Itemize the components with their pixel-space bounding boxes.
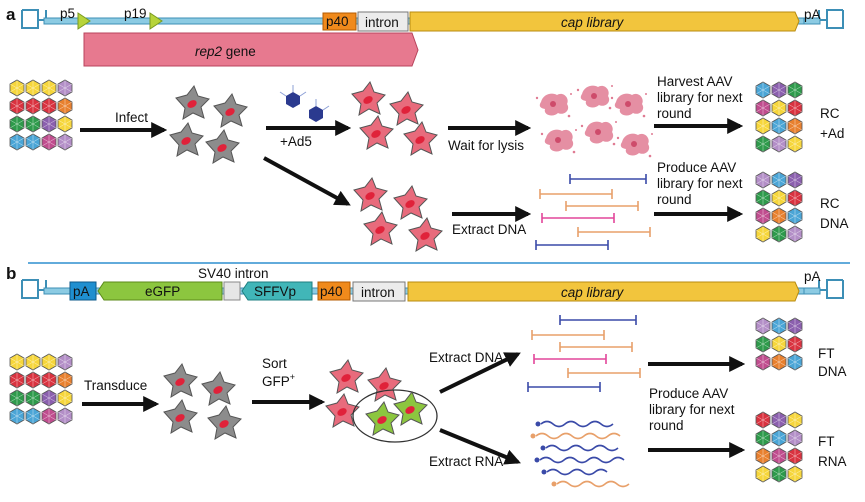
cell-cluster-a2: [351, 81, 438, 156]
rep2-gene-box: [83, 32, 419, 67]
p5-label: p5: [60, 6, 75, 21]
harvest-line-3: round: [657, 106, 692, 121]
p19-label: p19: [124, 6, 147, 21]
virus-grid-b-ft-dna: [755, 317, 803, 371]
ad5-virions: [279, 85, 330, 122]
plasmid-b: pA eGFP SV40 intron SFFVp p40 intron cap…: [21, 266, 844, 302]
sffvp-label: SFFVp: [254, 284, 296, 299]
pa-label-a: pA: [804, 7, 821, 22]
rna-strands: [530, 420, 630, 488]
svg-text:GFP+: GFP+: [262, 372, 295, 389]
cell-cluster-b1: [163, 363, 242, 440]
intron-box-a: [357, 11, 409, 32]
virus-grid-a-rc-dna: [755, 171, 803, 243]
sort-label: Sort: [262, 356, 287, 371]
produce-a-line-3: round: [657, 192, 692, 207]
cap-library-label-a: cap library: [561, 15, 625, 30]
cap-library-box-b: [407, 281, 800, 302]
rc-ad-line-1: RC: [820, 106, 840, 121]
cell-cluster-a1: [169, 85, 248, 164]
p40-box-b: [317, 281, 351, 301]
p40-label-b: p40: [320, 284, 343, 299]
harvest-line-2: library for next: [657, 90, 743, 105]
p5-triangle: [77, 12, 91, 30]
cell-cluster-b2: [325, 359, 438, 443]
ft-dna-line-2: DNA: [818, 364, 847, 379]
rc-dna-line-1: RC: [820, 196, 840, 211]
ft-rna-line-1: FT: [818, 434, 835, 449]
rep2-label: rep2: [195, 44, 223, 59]
panel-a-letter: a: [6, 5, 16, 24]
egfp-label: eGFP: [145, 284, 180, 299]
diagonal-arrow-a: [263, 156, 351, 206]
dna-fragments-a: [535, 174, 651, 250]
pa-label-b-right: pA: [804, 269, 821, 284]
extract-dna-arrow-b: [439, 352, 521, 394]
p19-triangle: [149, 12, 163, 30]
p40-label-a: p40: [326, 14, 349, 29]
produce-b-line-2: library for next: [649, 402, 735, 417]
infect-label: Infect: [115, 110, 148, 125]
wait-for-lysis-label: Wait for lysis: [448, 138, 524, 153]
produce-b-line-1: Produce AAV: [649, 386, 728, 401]
ft-dna-line-1: FT: [818, 346, 835, 361]
sv40-intron-label: SV40 intron: [198, 266, 269, 281]
pa-box-b: [69, 281, 97, 301]
extract-dna-label-a: Extract DNA: [452, 222, 526, 237]
virus-grid-a-start: [9, 79, 73, 151]
produce-b-line-3: round: [649, 418, 684, 433]
extract-rna-label: Extract RNA: [429, 454, 503, 469]
intron-label-b: intron: [361, 285, 395, 300]
rep2-suffix: gene: [222, 44, 256, 59]
rc-ad-line-2: +Ad: [820, 126, 844, 141]
harvest-line-1: Harvest AAV: [657, 74, 733, 89]
transduce-label: Transduce: [84, 378, 147, 393]
cell-cluster-a3: [353, 177, 443, 252]
intron-label-a: intron: [365, 15, 399, 30]
svg-text:rep2 gene: rep2 gene: [195, 44, 256, 59]
sffvp-box: [241, 281, 313, 301]
sv40-intron-box: [223, 281, 241, 301]
produce-a-line-2: library for next: [657, 176, 743, 191]
ft-rna-line-2: RNA: [818, 454, 847, 469]
intron-box-b: [352, 281, 406, 302]
p40-box-a: [322, 12, 357, 31]
virus-grid-b-start: [9, 353, 73, 425]
egfp-box: [97, 281, 223, 301]
extract-dna-label-b: Extract DNA: [429, 350, 503, 365]
cap-library-box-a: [409, 11, 800, 32]
virus-grid-b-ft-rna: [755, 411, 803, 483]
lysed-cells: [535, 85, 653, 158]
extract-rna-arrow: [439, 428, 521, 465]
rc-dna-line-2: DNA: [820, 216, 849, 231]
pa-label-b-left: pA: [73, 284, 90, 299]
gfp-label: GFP: [262, 374, 290, 389]
ad5-label: +Ad5: [280, 134, 312, 149]
panel-b-letter: b: [6, 264, 16, 283]
dna-fragments-b: [527, 315, 641, 392]
gfp-sup: +: [290, 372, 295, 382]
produce-a-line-1: Produce AAV: [657, 160, 736, 175]
plasmid-a: p5 p19 p40 intron cap library pA rep2 ge…: [21, 6, 844, 67]
virus-grid-a-rc-ad: [755, 81, 803, 153]
sorted-cells-ellipse: [352, 389, 438, 443]
cap-library-label-b: cap library: [561, 285, 625, 300]
